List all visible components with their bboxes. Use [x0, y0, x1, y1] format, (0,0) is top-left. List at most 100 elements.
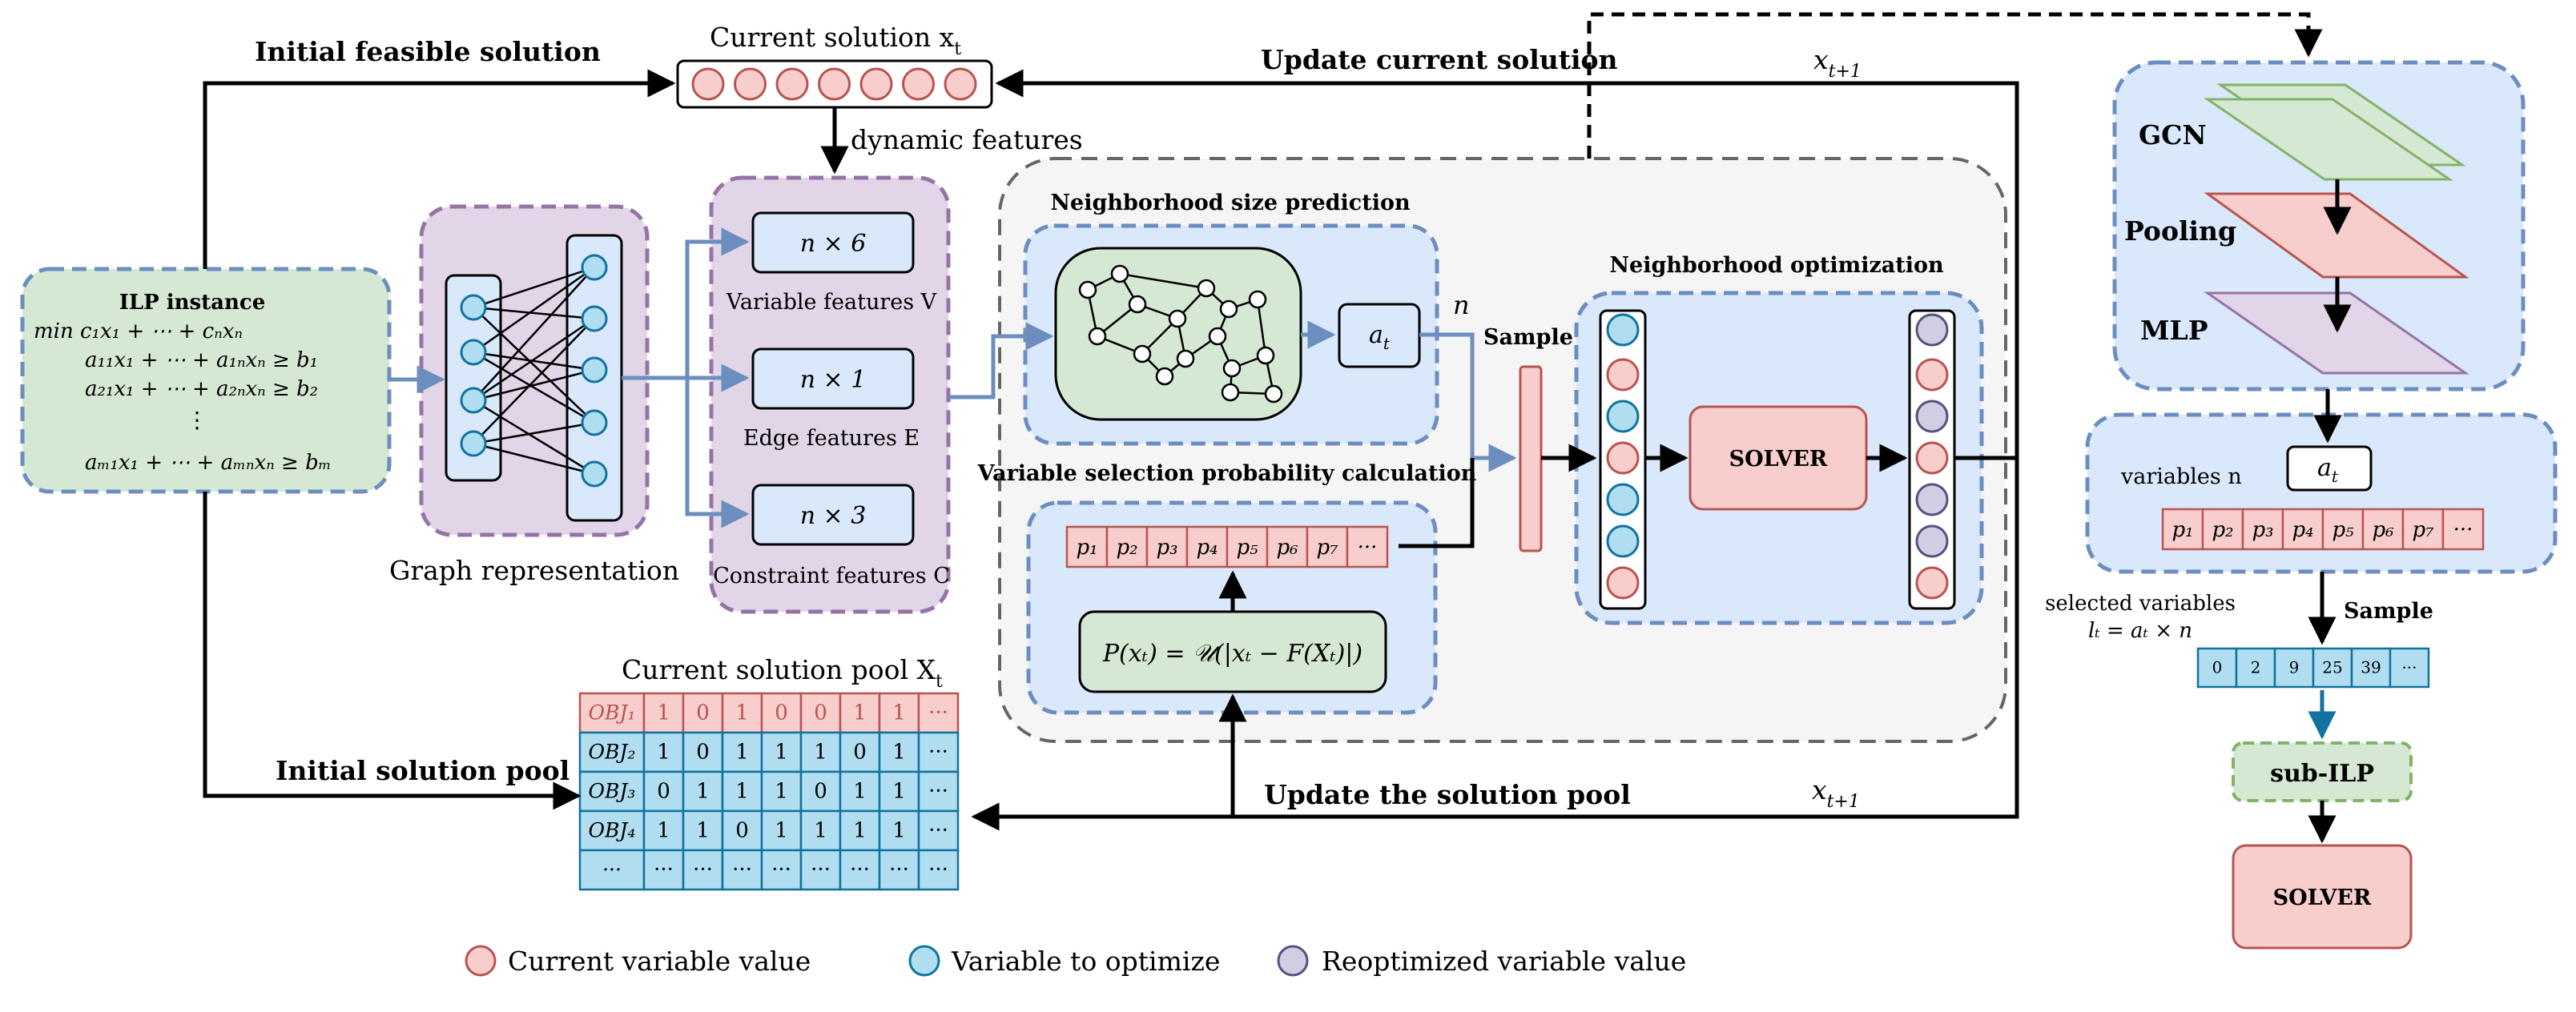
- gnn-node: [1264, 384, 1283, 404]
- edge-features-label: Edge features E: [743, 426, 920, 451]
- output-variable-circle: [1915, 313, 1949, 347]
- constraint-features-label: Constraint features C: [713, 564, 950, 588]
- pool-cell: [721, 849, 763, 891]
- formula-text: P(xₜ) = 𝒰(|xₜ − F(Xₜ)|): [1102, 640, 1362, 668]
- initial-pool-label: Initial solution pool: [276, 755, 570, 786]
- gcn-layer-front: [2204, 98, 2453, 181]
- pool-cell: [917, 809, 960, 852]
- pool-cell-value: 0: [853, 740, 867, 764]
- pool-cell-value: 1: [853, 818, 867, 842]
- pool-cell-value: ···: [928, 701, 948, 725]
- edge-features-dim: [751, 347, 915, 410]
- pool-cell: [839, 809, 881, 852]
- output-variable-circle: [1915, 483, 1949, 516]
- pool-cell-value: 1: [696, 818, 710, 842]
- variables-prob-text: p₅: [2332, 518, 2354, 542]
- selection-prob-text: p₇: [1316, 536, 1338, 560]
- pool-cell: [642, 692, 685, 734]
- pool-cell-value: ···: [693, 857, 713, 881]
- pool-cell-value: ···: [928, 779, 948, 803]
- gnn-edge: [1256, 299, 1267, 356]
- input-variable-circle: [1606, 566, 1640, 600]
- pool-cell-value: 1: [892, 701, 906, 725]
- pool-cell: [917, 849, 960, 891]
- constraint-node: [581, 305, 608, 332]
- gnn-node: [1088, 327, 1107, 346]
- pool-row-label: OBJ₃: [589, 779, 636, 802]
- right-at-box: [2286, 445, 2373, 492]
- variable-node: [460, 387, 487, 414]
- pool-cell-value: 1: [696, 779, 710, 803]
- input-variable-circle: [1606, 441, 1640, 475]
- gnn-node: [1110, 264, 1129, 283]
- variable-node: [460, 430, 487, 457]
- solution-pool-title: Current solution pool Xt: [622, 654, 943, 692]
- xt1-top-label: xt+1: [1813, 44, 1862, 82]
- variables-prob-cell: [2361, 508, 2405, 551]
- variables-prob-text: p₂: [2212, 518, 2233, 542]
- pool-cell: [721, 692, 763, 734]
- constraint-node: [581, 356, 608, 384]
- pool-cell: [721, 731, 763, 773]
- selection-prob-text: p₄: [1196, 536, 1218, 560]
- variable-selection-title: Variable selection probability calculati…: [977, 461, 1477, 486]
- selection-prob-cell: [1306, 525, 1349, 568]
- ilp-constraint-m: aₘ₁x₁ + ⋯ + aₘₙxₙ ≥ bₘ: [85, 451, 332, 475]
- graph-representation-label: Graph representation: [389, 555, 679, 586]
- pooling-layer: [2204, 192, 2469, 279]
- current-solution-variable-circle: [691, 67, 725, 101]
- current-solution-title: Current solution xt: [710, 22, 961, 59]
- ilp-objective: min c₁x₁ + ⋯ + cₙxₙ: [34, 319, 243, 343]
- at-text: at: [1369, 321, 1391, 353]
- pool-cell-value: 1: [775, 818, 788, 842]
- bipartite-edge: [473, 368, 595, 402]
- variables-prob-text: p₇: [2412, 518, 2434, 542]
- variables-prob-cell: [2401, 508, 2445, 551]
- bipartite-edge: [473, 421, 595, 445]
- legend-label-current: Current variable value: [508, 946, 811, 977]
- selection-prob-text: ···: [1358, 536, 1378, 560]
- gcn-pooling-mlp-panel: GCN Pooling MLP: [2112, 60, 2526, 392]
- pool-cell-value: 1: [814, 740, 827, 764]
- input-variable-circle: [1606, 400, 1640, 433]
- gnn-node: [1155, 367, 1174, 386]
- variable-features-label: Variable features V: [726, 290, 937, 315]
- gnn-node: [1078, 280, 1097, 299]
- variable-features-dim-text: n × 6: [800, 230, 867, 258]
- pool-cell-value: 0: [657, 779, 670, 803]
- bipartite-edge: [473, 399, 595, 476]
- pool-cell-value: 0: [696, 701, 710, 725]
- pool-cell-value: 1: [892, 740, 906, 764]
- selected-index-value: 25: [2322, 658, 2342, 677]
- gnn-node: [1168, 309, 1187, 328]
- selected-index-value: 2: [2251, 658, 2261, 677]
- legend-swatch-reoptimized: [1277, 945, 1309, 977]
- dynamic-features-label: dynamic features: [851, 124, 1083, 155]
- selection-prob-text: p₅: [1236, 536, 1258, 560]
- pool-cell-value: 1: [892, 818, 906, 842]
- gnn-node: [1128, 295, 1147, 314]
- selected-index-cell: [2312, 647, 2353, 689]
- pool-row-label: OBJ₂: [589, 740, 636, 763]
- pool-cell-value: 0: [814, 779, 827, 803]
- update-pool-label: Update the solution pool: [1264, 779, 1631, 810]
- pool-cell-value: ···: [654, 857, 674, 881]
- variables-prob-cell: [2281, 508, 2324, 551]
- sample-mid-label: Sample: [1483, 325, 1573, 350]
- constraint-features-dim: [751, 484, 915, 546]
- ilp-constraint-1: a₁₁x₁ + ⋯ + a₁ₙxₙ ≥ b₁: [85, 348, 318, 372]
- gnn-node: [1197, 279, 1216, 298]
- variable-features-dim: [751, 211, 915, 274]
- connectors: [203, 12, 2352, 844]
- current-solution-variable-circle: [734, 67, 767, 101]
- current-solution-variable-circle: [775, 67, 809, 101]
- pool-cell: [917, 692, 960, 734]
- output-variable-circle: [1915, 400, 1949, 433]
- pool-row-label: OBJ₁: [589, 701, 636, 724]
- solver-box-right: [2232, 844, 2413, 950]
- pool-row-label-cell: [578, 849, 646, 891]
- solver-right-text: SOLVER: [2273, 886, 2372, 910]
- selection-prob-cell: [1266, 525, 1309, 568]
- bipartite-edge: [473, 306, 595, 320]
- sub-ilp-text: sub-ILP: [2270, 760, 2374, 788]
